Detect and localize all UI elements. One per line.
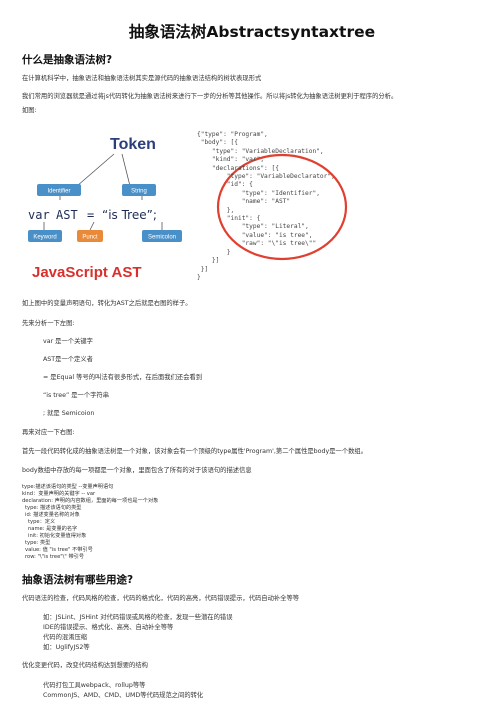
- list-item: AST是一个定义者: [43, 356, 93, 363]
- svg-text:AST: AST: [56, 208, 78, 222]
- paragraph: 代码语法的检查，代码风格的检查，代码的格式化，代码的高亮，代码错误提示，代码自动…: [22, 595, 300, 602]
- desc-line: type: 描述该语句的类型: [25, 505, 82, 511]
- code-sample: var AST = “is Tree”;: [28, 208, 157, 222]
- svg-text:=: =: [87, 208, 94, 222]
- code-line: }]: [197, 257, 220, 265]
- svg-text:Keyword: Keyword: [33, 235, 56, 241]
- paragraph: body数组中存放的每一项都是一个对象，里面包含了所有的对于该语句的描述信息: [22, 467, 252, 474]
- desc-line: init: 初始化变量值得对象: [28, 533, 87, 539]
- paragraph: 在计算机科学中，抽象语法和抽象语法树其实是源代码的抽象语法结构的树状表现形式: [22, 75, 262, 82]
- list-item: 代码打包工具webpack、rollup等等: [43, 682, 146, 689]
- code-line: }]: [197, 265, 209, 273]
- paragraph: 再来对应一下右图:: [22, 429, 75, 436]
- list-item: CommonJS、AMD、CMD、UMD等代码规范之间的转化: [43, 692, 204, 699]
- keyword-tag: [28, 230, 62, 242]
- code-line: "raw": "\"is tree\"": [197, 240, 317, 248]
- desc-line: kind：变量声明的关键字 -- var: [22, 491, 96, 497]
- code-line: "type": "VariableDeclaration",: [197, 147, 324, 155]
- list-item: IDE的错误提示、格式化、高亮、自动补全等等: [43, 624, 174, 631]
- desc-line: id: 描述变量名称的对象: [25, 512, 80, 518]
- list-item: “is tree” 是一个字符串: [43, 392, 110, 399]
- paragraph: 首先一段代码转化成的抽象语法树是一个对象，该对象会有一个顶级的type属性'Pr…: [22, 448, 368, 455]
- string-tag: [122, 184, 156, 196]
- paragraph: 如图:: [22, 107, 37, 114]
- javascript-ast-label: JavaScript AST: [32, 264, 142, 281]
- desc-line: type：定义: [28, 519, 56, 525]
- code-line: "value": "is tree",: [197, 231, 313, 239]
- svg-text:Identifier: Identifier: [47, 189, 70, 195]
- semicolon-tag: [142, 230, 182, 242]
- desc-line: value: 值 "is tree" 不带引号: [25, 547, 93, 553]
- page-title: 抽象语法树Abstractsyntaxtree: [128, 23, 376, 41]
- code-line: "type": "Identifier",: [197, 189, 320, 197]
- desc-line: name: 是变量的名字: [28, 526, 78, 532]
- list-item: ; 就是 Semicoion: [43, 410, 95, 417]
- svg-text:“is Tree”;: “is Tree”;: [102, 208, 157, 222]
- code-line: "type": "VariableDeclarator",: [197, 173, 335, 181]
- code-line: "body": [{: [197, 139, 238, 147]
- identifier-tag: [37, 184, 81, 196]
- svg-text:String: String: [131, 189, 147, 195]
- code-line: }: [197, 273, 201, 281]
- code-line: "id": {: [197, 181, 253, 189]
- paragraph: 先来分析一下左图:: [22, 320, 75, 327]
- paragraph: 如上图中的变量声明语句，转化为AST之后就是右图的样子。: [22, 300, 192, 307]
- svg-text:var: var: [28, 208, 50, 222]
- token-label: Token: [110, 136, 156, 153]
- code-line: }: [197, 248, 231, 256]
- desc-line: type: 类型: [25, 540, 51, 546]
- desc-line: type:描述该语句的类型 --变量声明语句: [22, 484, 114, 490]
- list-item: 代码的混淆压缩: [43, 634, 88, 641]
- desc-line: row: "\"is tree"\" 带引号: [25, 554, 85, 560]
- code-line: {"type": "Program",: [197, 131, 268, 138]
- section-heading-what: 什么是抽象语法树?: [22, 54, 113, 66]
- list-item: = 是Equal 等号的叫法有很多形式，在后面我们还会看到: [43, 374, 203, 381]
- code-line: },: [197, 206, 235, 214]
- list-item: 如：UglifyJS2等: [43, 644, 90, 651]
- highlight-circle: [216, 153, 348, 261]
- code-line: "declarations": [{: [197, 164, 279, 172]
- ast-json-code: {"type": "Program", "body": [{ "type": "…: [197, 131, 335, 282]
- code-line: "kind": "var",: [197, 156, 265, 164]
- code-line: "init": {: [197, 215, 261, 223]
- svg-text:Semicolon: Semicolon: [148, 235, 176, 241]
- punct-tag: [77, 230, 103, 242]
- ast-figure: Token Identifier String var AST = “is Tr…: [22, 124, 474, 294]
- token-diagram: Token Identifier String var AST = “is Tr…: [28, 136, 182, 281]
- code-line: "name": "AST": [197, 198, 291, 206]
- section-heading-uses: 抽象语法树有哪些用途?: [22, 574, 134, 586]
- svg-text:Punct: Punct: [82, 235, 98, 241]
- list-item: var 是一个关键字: [43, 338, 93, 345]
- list-item: 如：JSLint、JSHint 对代码错误或风格的检查，发现一些潜在的错误: [43, 614, 233, 621]
- paragraph: 我们常用的浏览器就是通过将js代码转化为抽象语法树来进行下一步的分析等其他操作。…: [22, 93, 398, 100]
- paragraph: 优化变更代码，改变代码结构达到想要的结构: [22, 662, 148, 669]
- code-line: "type": "Literal",: [197, 223, 309, 231]
- desc-line: declaration: 声明的内容数组，里面的每一项也是一个对象: [22, 498, 159, 504]
- desc-block: type:描述该语句的类型 --变量声明语句 kind：变量声明的关键字 -- …: [22, 484, 158, 561]
